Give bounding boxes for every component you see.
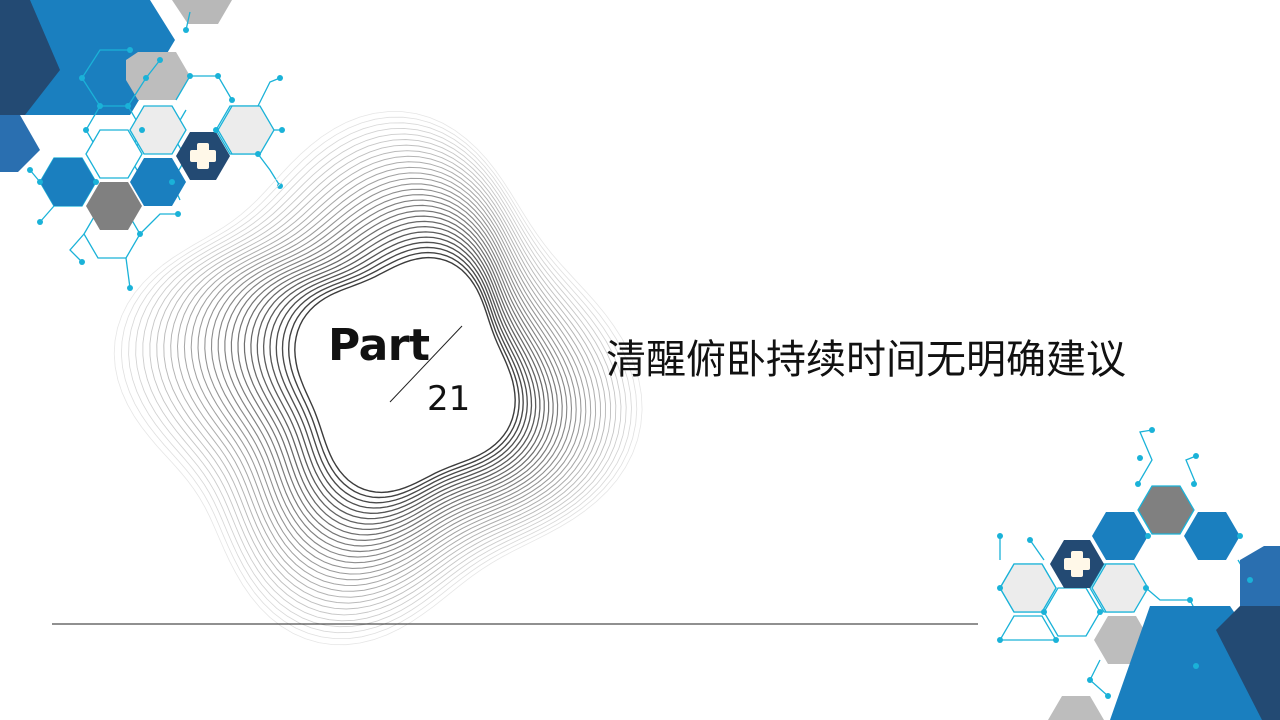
hex-white-1 [85, 129, 143, 179]
wave-ring [243, 215, 550, 536]
wave-ring [113, 111, 643, 646]
wave-ring [183, 166, 592, 587]
section-title: 清醒俯卧持续时间无明确建议 [606, 337, 1126, 383]
wave-ring [288, 251, 520, 499]
medical-cross-icon [176, 132, 230, 180]
hex-network-nodes-br [997, 427, 1253, 699]
corner-shape-dark [0, 0, 60, 115]
wave-ring [262, 231, 537, 520]
hex-gray-br-1 [1137, 485, 1195, 535]
hex-gray-light [126, 52, 190, 100]
wave-ring [281, 246, 524, 504]
hex-light-2 [217, 105, 275, 155]
wave-ring [163, 150, 606, 604]
corner-shape-dark-br [1216, 606, 1280, 720]
wave-ring [197, 177, 582, 575]
wave-ring [217, 194, 568, 558]
wave-ring [275, 241, 528, 509]
ring-center [313, 283, 497, 467]
wave-ring [210, 188, 573, 564]
wave-ring [142, 133, 622, 622]
part-number: 21 [427, 379, 471, 419]
hex-top-gray [172, 0, 232, 24]
corner-shape-small [0, 115, 40, 172]
part-label: Part [328, 320, 430, 371]
wave-ring [149, 139, 617, 616]
hex-blue-br-1 [1092, 512, 1148, 560]
hex-gray [86, 182, 142, 230]
wave-ring [250, 220, 545, 531]
wave-ring [269, 236, 533, 514]
wave-ring [204, 183, 577, 569]
wave-ring [120, 116, 638, 640]
hex-blue-1 [40, 158, 96, 206]
hex-blue-br-2 [1184, 512, 1240, 560]
corner-shape-small-br [1240, 546, 1280, 606]
hex-blue-2 [130, 158, 186, 206]
wave-ring [156, 144, 612, 610]
wave-ring [230, 204, 559, 547]
part-slash [389, 325, 463, 403]
wave-ring [190, 172, 587, 581]
wave-ring [170, 155, 601, 598]
medical-cross-icon [1050, 540, 1104, 588]
hex-light-1 [129, 105, 187, 155]
wave-ring [128, 122, 632, 634]
wave-ring [294, 256, 516, 494]
hex-network-nodes [27, 27, 285, 291]
hex-light-br-2 [999, 563, 1057, 613]
wave-ring [135, 127, 627, 628]
wave-ring [256, 225, 541, 525]
hex-gray-br-3 [1048, 696, 1104, 720]
wave-ring [237, 210, 554, 541]
wave-ring [177, 161, 597, 592]
wave-ring [224, 199, 563, 553]
